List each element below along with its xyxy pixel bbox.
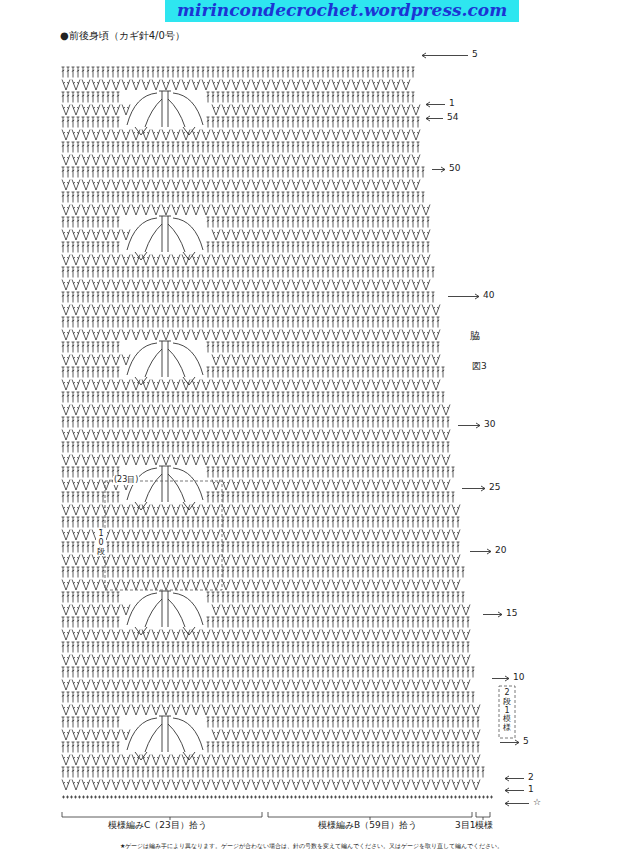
row-number: 20 — [495, 546, 506, 556]
row-number: 5 — [523, 737, 529, 747]
row-number: 2 — [528, 773, 534, 783]
repeat-bracket — [499, 686, 515, 738]
row-number: 54 — [447, 113, 458, 123]
row-number: 10 — [513, 673, 524, 683]
row-number: 15 — [506, 609, 517, 619]
row-number: 5 — [472, 50, 478, 60]
pattern-label: 模様編みB（59目）拾う — [318, 821, 417, 831]
stitch-symbols — [62, 67, 494, 799]
leaf-motif — [127, 91, 203, 760]
note-label: (23目) — [113, 476, 139, 485]
row-number: 1 — [449, 99, 455, 109]
watermark: mirincondecrochet.wordpress.com — [165, 0, 519, 22]
repeat-box — [105, 481, 222, 590]
note-label: 脇 — [470, 330, 480, 341]
row-number: 25 — [489, 483, 500, 493]
row-number: 30 — [484, 420, 495, 430]
row-arrow — [422, 53, 529, 806]
row-number: ☆ — [533, 798, 541, 808]
note-label: 2段1模様 — [503, 689, 511, 733]
note-label: ★ゲージは編み手により異なります。ゲージが合わない場合は、針の号数を変えて編んで… — [120, 843, 503, 850]
pattern-label: 3目1模様 — [455, 821, 493, 831]
row-number: 50 — [449, 164, 460, 174]
chart-title: ●前後身頃（カギ針4/0号） — [60, 30, 185, 41]
row-number: 1 — [528, 785, 534, 795]
note-label: 図3 — [472, 362, 487, 372]
note-label: 10段 — [96, 530, 106, 556]
row-number: 40 — [483, 291, 494, 301]
pick-up-bracket — [62, 812, 490, 820]
pattern-label: 模様編みC（23目）拾う — [108, 821, 207, 831]
